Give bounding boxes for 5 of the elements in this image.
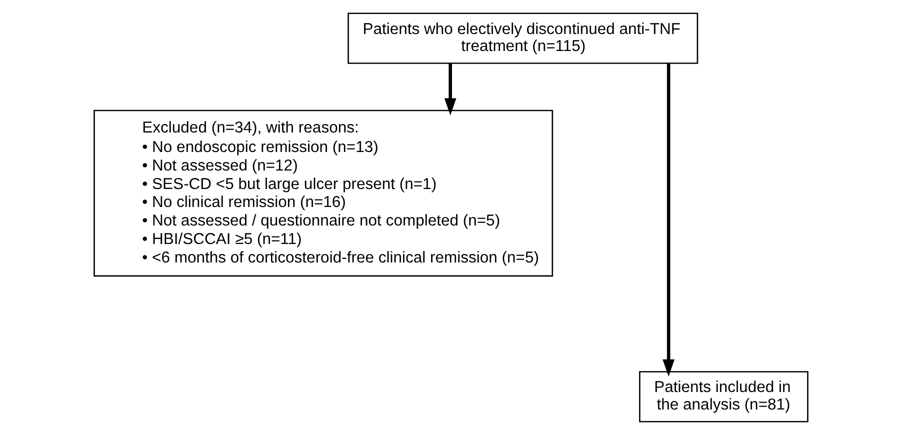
node-box: Patients included in the analysis (n=81) xyxy=(639,371,808,422)
node-box: Excluded (n=34), with reasons: • No endoscopic remission (n=13) • Not assessed (n=12) • SES-CD <5 but large ulcer present (n=1) • No clinical remission (n=16) • Not assessed / questionnaire not completed (n=5) • HBI/SCCAI ≥5 (n=11) • <6 months of corticosteroid-free clinical remission (n=5) xyxy=(94,110,554,277)
node-box: Patients who electively discontinued anti-TNF treatment (n=115) xyxy=(348,12,698,64)
arrow xyxy=(662,64,675,376)
arrow xyxy=(444,64,456,116)
